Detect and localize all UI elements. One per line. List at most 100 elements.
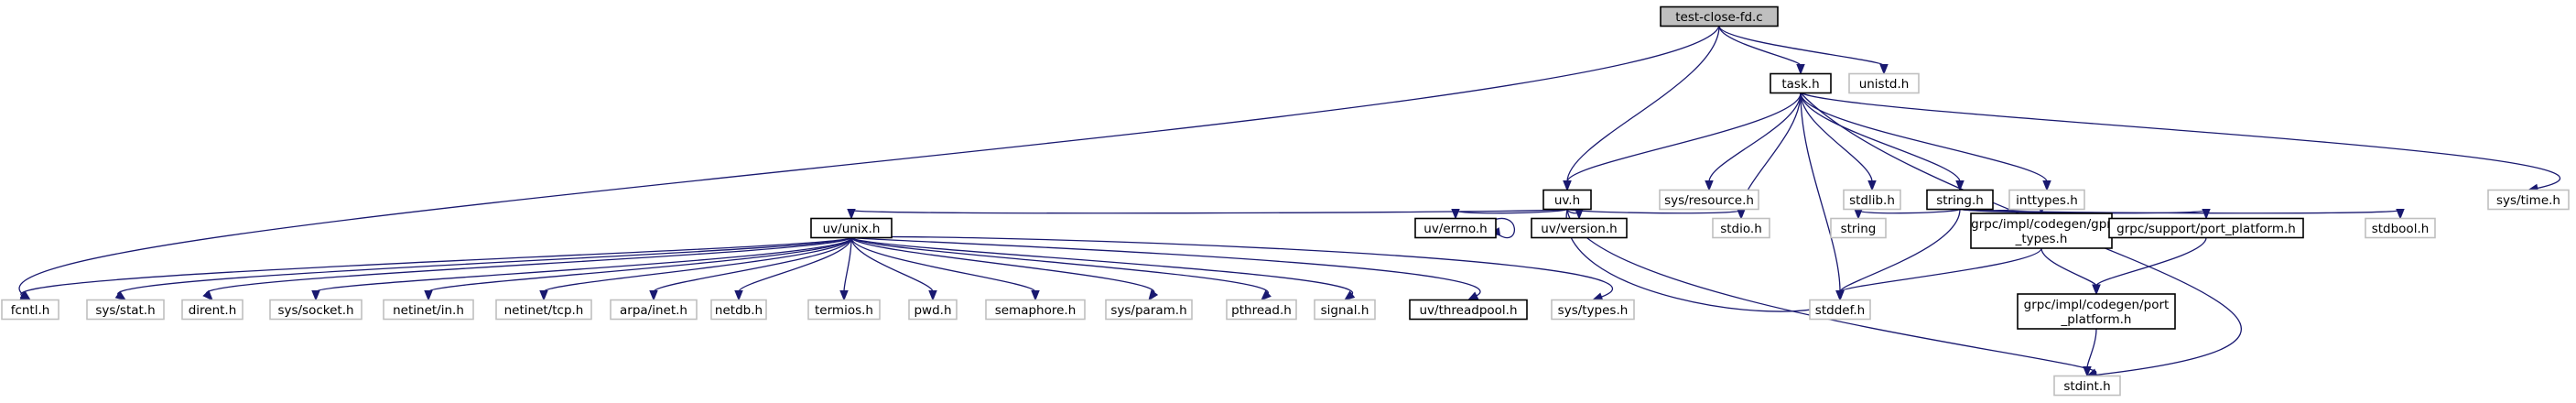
edge-task-to-systime bbox=[1800, 92, 2561, 192]
node-fcntl: fcntl.h bbox=[1, 299, 60, 321]
node-label-systypes: sys/types.h bbox=[1558, 303, 1629, 318]
node-box-systime bbox=[2487, 189, 2570, 211]
edge-uv-to-uvunix bbox=[847, 208, 1568, 220]
node-box-signal bbox=[1314, 299, 1376, 321]
edge-line-uvunix-pwd bbox=[850, 237, 934, 292]
node-label-stdlib: stdlib.h bbox=[1849, 193, 1895, 208]
node-box-pwd bbox=[908, 299, 958, 321]
edge-arrowhead-uv-uverrno bbox=[1451, 209, 1460, 220]
node-box-semaphore bbox=[985, 299, 1086, 321]
node-label-termios: termios.h bbox=[815, 303, 873, 318]
node-box-pthread bbox=[1226, 299, 1297, 321]
node-dirent: dirent.h bbox=[181, 299, 244, 321]
edge-uvunix-to-netinetin bbox=[424, 236, 852, 301]
edge-line-string_h-stdbool bbox=[1959, 208, 2401, 214]
node-sysparam: sys/param.h bbox=[1105, 299, 1193, 321]
edge-line-uvunix-systypes bbox=[850, 235, 1613, 299]
node-box-unistd bbox=[1848, 72, 1920, 94]
node-syssocket: sys/socket.h bbox=[269, 299, 363, 321]
node-uvunix[interactable]: uv/unix.h bbox=[810, 217, 893, 239]
edge-line-root-unistd bbox=[1718, 26, 1885, 67]
edge-arrowhead-uvunix-signal bbox=[1343, 290, 1356, 301]
node-label-systime: sys/time.h bbox=[2496, 193, 2560, 208]
edge-line-uvunix-pthread bbox=[850, 236, 1269, 295]
node-box-termios bbox=[807, 299, 881, 321]
node-label-stdbool: stdbool.h bbox=[2372, 222, 2430, 236]
node-box-task bbox=[1770, 72, 1832, 94]
node-box-syssocket bbox=[269, 299, 363, 321]
edge-arrowhead-uvunix-netinettcp bbox=[539, 290, 548, 301]
edge-line-portplatform_c-stdint bbox=[2086, 328, 2097, 368]
node-systime: sys/time.h bbox=[2487, 189, 2570, 211]
edge-arrowhead-uvunix-netinetin bbox=[424, 290, 433, 301]
node-label-stddef: stddef.h bbox=[1815, 303, 1865, 318]
edge-task-to-sysresource bbox=[1705, 93, 1802, 191]
edge-uvunix-to-fcntl bbox=[19, 236, 852, 301]
edge-uvunix-to-netinettcp bbox=[539, 237, 852, 301]
node-uv[interactable]: uv.h bbox=[1542, 189, 1592, 211]
node-termios: termios.h bbox=[807, 299, 881, 321]
node-label-portplatform_c: grpc/impl/codegen/port bbox=[2024, 298, 2170, 312]
node-label-fcntl: fcntl.h bbox=[11, 303, 50, 318]
edge-line-uvunix-uvthreadpool bbox=[850, 236, 1481, 298]
node-label-dirent: dirent.h bbox=[189, 303, 237, 318]
node-netinetin: netinet/in.h bbox=[383, 299, 474, 321]
node-label-root: test-close-fd.c bbox=[1675, 10, 1762, 25]
edge-line-string_h-string bbox=[1857, 208, 1961, 214]
node-stdbool: stdbool.h bbox=[2365, 217, 2436, 239]
node-uverrno[interactable]: uv/errno.h bbox=[1414, 217, 1497, 239]
edge-line-uvunix-netinetin bbox=[428, 236, 852, 293]
node-box-dirent bbox=[181, 299, 244, 321]
edge-line-task-stdint bbox=[1800, 93, 2242, 376]
node-netinettcp: netinet/tcp.h bbox=[495, 299, 592, 321]
node-box-root bbox=[1660, 5, 1779, 27]
edge-line-uverrno-uverrno bbox=[1488, 217, 1516, 239]
edge-arrowhead-gprtypes-stddef bbox=[1835, 290, 1845, 301]
node-box-netdb bbox=[710, 299, 767, 321]
edge-arrowhead-uv-uvunix bbox=[847, 209, 856, 220]
edge-arrowhead-string_h-string bbox=[1854, 209, 1863, 220]
node-label-string: string bbox=[1841, 222, 1877, 236]
edge-line-uvunix-sysstat bbox=[117, 236, 852, 296]
edge-line-task-inttypes bbox=[1800, 93, 2048, 182]
node-systypes: sys/types.h bbox=[1551, 299, 1635, 321]
edge-gprtypes-to-portplatform_c bbox=[2040, 247, 2101, 296]
edge-line-gprtypes-stddef bbox=[1839, 247, 2042, 293]
node-label-netinettcp: netinet/tcp.h bbox=[504, 303, 584, 318]
node-label-gprtypes: _types.h bbox=[2015, 232, 2068, 246]
node-string_h[interactable]: string.h bbox=[1926, 189, 1994, 211]
node-label-netdb: netdb.h bbox=[715, 303, 763, 318]
node-portplatform_s[interactable]: grpc/support/port_platform.h bbox=[2108, 217, 2304, 239]
edge-line-uvunix-arpainet bbox=[653, 237, 852, 293]
node-uvversion[interactable]: uv/version.h bbox=[1531, 217, 1628, 239]
node-pthread: pthread.h bbox=[1226, 299, 1297, 321]
edge-uvunix-to-netdb bbox=[734, 237, 852, 301]
node-box-systypes bbox=[1551, 299, 1635, 321]
edge-line-root-uv bbox=[1566, 26, 1720, 182]
node-label-uvversion: uv/version.h bbox=[1541, 222, 1617, 236]
edge-arrowhead-uvunix-semaphore bbox=[1031, 290, 1040, 301]
node-root[interactable]: test-close-fd.c bbox=[1660, 5, 1779, 27]
node-pwd: pwd.h bbox=[908, 299, 958, 321]
edge-uvunix-to-semaphore bbox=[850, 237, 1040, 301]
edge-uvunix-to-signal bbox=[850, 236, 1356, 301]
node-label-portplatform_s: grpc/support/port_platform.h bbox=[2116, 222, 2296, 236]
node-box-netinetin bbox=[383, 299, 474, 321]
edge-uv-to-uverrno bbox=[1451, 208, 1568, 220]
node-label-signal: signal.h bbox=[1321, 303, 1369, 318]
edge-line-root-task bbox=[1718, 26, 1802, 67]
edge-line-uv-stddef bbox=[1565, 209, 1834, 312]
node-box-uvversion bbox=[1531, 217, 1628, 239]
edge-arrowhead-task-stdlib bbox=[1867, 180, 1877, 191]
node-unistd: unistd.h bbox=[1848, 72, 1920, 94]
node-task[interactable]: task.h bbox=[1770, 72, 1832, 94]
node-portplatform_c[interactable]: grpc/impl/codegen/port_platform.h bbox=[2017, 293, 2176, 330]
node-uvthreadpool[interactable]: uv/threadpool.h bbox=[1409, 299, 1528, 321]
node-label-uvthreadpool: uv/threadpool.h bbox=[1419, 303, 1517, 318]
node-box-arpainet bbox=[610, 299, 698, 321]
node-box-stddef bbox=[1809, 299, 1871, 321]
node-gprtypes[interactable]: grpc/impl/codegen/gpr_types.h bbox=[1970, 212, 2113, 249]
edge-arrowhead-task-uv bbox=[1563, 180, 1572, 191]
node-box-uv bbox=[1542, 189, 1592, 211]
